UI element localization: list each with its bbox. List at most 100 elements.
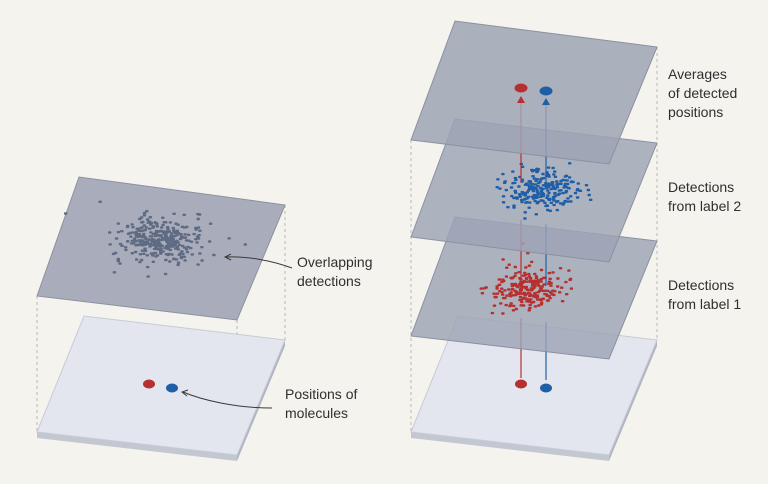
- overlapping-detection-dot: [164, 234, 167, 236]
- overlapping-detection-dot: [160, 226, 163, 228]
- label1-detection-dot: [546, 290, 549, 292]
- label2-detection-dot: [566, 197, 569, 199]
- overlapping-detection-dot: [178, 244, 181, 246]
- positions-of-molecules-line-2: molecules: [285, 404, 357, 423]
- overlapping-detection-dot: [186, 246, 189, 248]
- label1-detection-dot: [527, 273, 530, 275]
- overlapping-detection-dot: [134, 232, 137, 234]
- label1-detection-dot: [564, 281, 567, 283]
- label1-detection-dot: [556, 277, 559, 279]
- overlapping-detection-dot: [136, 244, 139, 246]
- overlapping-detection-dot: [143, 248, 146, 250]
- label2-detection-dot: [557, 183, 560, 185]
- label1-detection-dot: [502, 280, 505, 282]
- label1-detection-dot: [525, 278, 528, 280]
- label2-detection-dot: [506, 206, 509, 208]
- label1-detection-dot: [511, 288, 514, 290]
- overlapping-detection-dot: [182, 237, 185, 239]
- label1-detection-dot: [510, 302, 513, 304]
- label1-detection-dot: [505, 267, 508, 269]
- label1-detection-dot: [529, 294, 532, 296]
- label1-detection-dot: [528, 309, 531, 311]
- overlapping-detection-dot: [162, 231, 165, 233]
- label1-detection-dot: [522, 298, 525, 300]
- overlapping-detection-dot: [118, 262, 121, 264]
- label1-detection-dot: [547, 300, 550, 302]
- label1-detection-dot: [556, 285, 559, 287]
- label2-detection-dot: [522, 192, 525, 194]
- overlapping-detection-dot: [120, 230, 123, 232]
- overlapping-detection-dot: [173, 235, 176, 237]
- label1-detection-dot: [519, 296, 522, 298]
- label2-detection-dot: [531, 187, 534, 189]
- label1-detection-dot: [537, 291, 540, 293]
- left-red-molecule: [143, 380, 155, 389]
- label1-detection-dot: [553, 290, 556, 292]
- label1-detection-dot: [493, 305, 496, 307]
- label2-detection-dot: [533, 177, 536, 179]
- overlapping-detection-dot: [170, 253, 173, 255]
- label2-detection-dot: [514, 179, 517, 181]
- label2-detection-dot: [552, 204, 555, 206]
- overlapping-detection-dot: [155, 223, 158, 225]
- overlapping-detection-dot: [176, 264, 179, 266]
- overlapping-detection-dot: [131, 226, 134, 228]
- label1-detection-dot: [522, 275, 525, 277]
- label1-detection-dot: [551, 271, 554, 273]
- label1-detection-dot: [498, 278, 501, 280]
- label2-detection-dot: [547, 166, 550, 168]
- label2-detection-dot: [524, 202, 527, 204]
- label2-detection-dot: [501, 173, 504, 175]
- label1-detection-dot: [537, 285, 540, 287]
- overlapping-detections-line-1: Overlapping: [297, 253, 373, 272]
- label2-detection-dot: [576, 189, 579, 191]
- overlapping-detection-dot: [172, 243, 175, 245]
- overlapping-detection-dot: [196, 263, 199, 265]
- label1-detection-dot: [569, 278, 572, 280]
- label1-detection-dot: [500, 288, 503, 290]
- overlapping-detection-dot: [152, 261, 155, 263]
- overlapping-detection-dot: [180, 257, 183, 259]
- label1-detection-dot: [528, 265, 531, 267]
- overlapping-detection-dot: [198, 230, 201, 232]
- overlapping-detection-dot: [163, 221, 166, 223]
- label1-detection-dot: [483, 287, 486, 289]
- label2-detection-dot: [554, 195, 557, 197]
- label2-detection-dot: [571, 181, 574, 183]
- overlapping-detection-dot: [148, 228, 151, 230]
- overlapping-detection-dot: [157, 242, 160, 244]
- left-blue-molecule: [166, 384, 178, 393]
- overlapping-detection-dot: [167, 253, 170, 255]
- overlapping-detection-dot: [164, 273, 167, 275]
- overlapping-detection-dot: [175, 241, 178, 243]
- label1-line-1: Detections: [668, 276, 741, 295]
- overlapping-detection-dot: [200, 259, 203, 261]
- overlapping-detection-dot: [159, 252, 162, 254]
- label2-detection-dot: [579, 190, 582, 192]
- label1-detection-dot: [505, 295, 508, 297]
- overlapping-detection-dot: [187, 240, 190, 242]
- label1-detection-dot: [542, 283, 545, 285]
- overlapping-detection-dot: [183, 233, 186, 235]
- label2-detection-dot: [548, 198, 551, 200]
- label2-detection-dot: [511, 182, 514, 184]
- label2-detection-dot: [505, 189, 508, 191]
- right-red-molecule: [515, 380, 527, 389]
- overlapping-detection-dot: [192, 233, 195, 235]
- overlapping-detection-dot: [148, 238, 151, 240]
- overlapping-detection-dot: [147, 243, 150, 245]
- label1-detection-dot: [513, 275, 516, 277]
- label1-detection-dot: [567, 269, 570, 271]
- label1-detection-dot: [524, 266, 527, 268]
- label2-detection-dot: [567, 187, 570, 189]
- overlapping-detection-dot: [181, 253, 184, 255]
- averages-line-3: positions: [668, 103, 737, 122]
- label1-detection-dot: [548, 272, 551, 274]
- overlapping-detection-dot: [142, 253, 145, 255]
- overlapping-detection-dot: [195, 241, 198, 243]
- overlapping-detection-dot: [166, 245, 169, 247]
- label1-detection-dot: [529, 304, 532, 306]
- overlapping-detection-dot: [157, 234, 160, 236]
- overlapping-detection-dot: [177, 232, 180, 234]
